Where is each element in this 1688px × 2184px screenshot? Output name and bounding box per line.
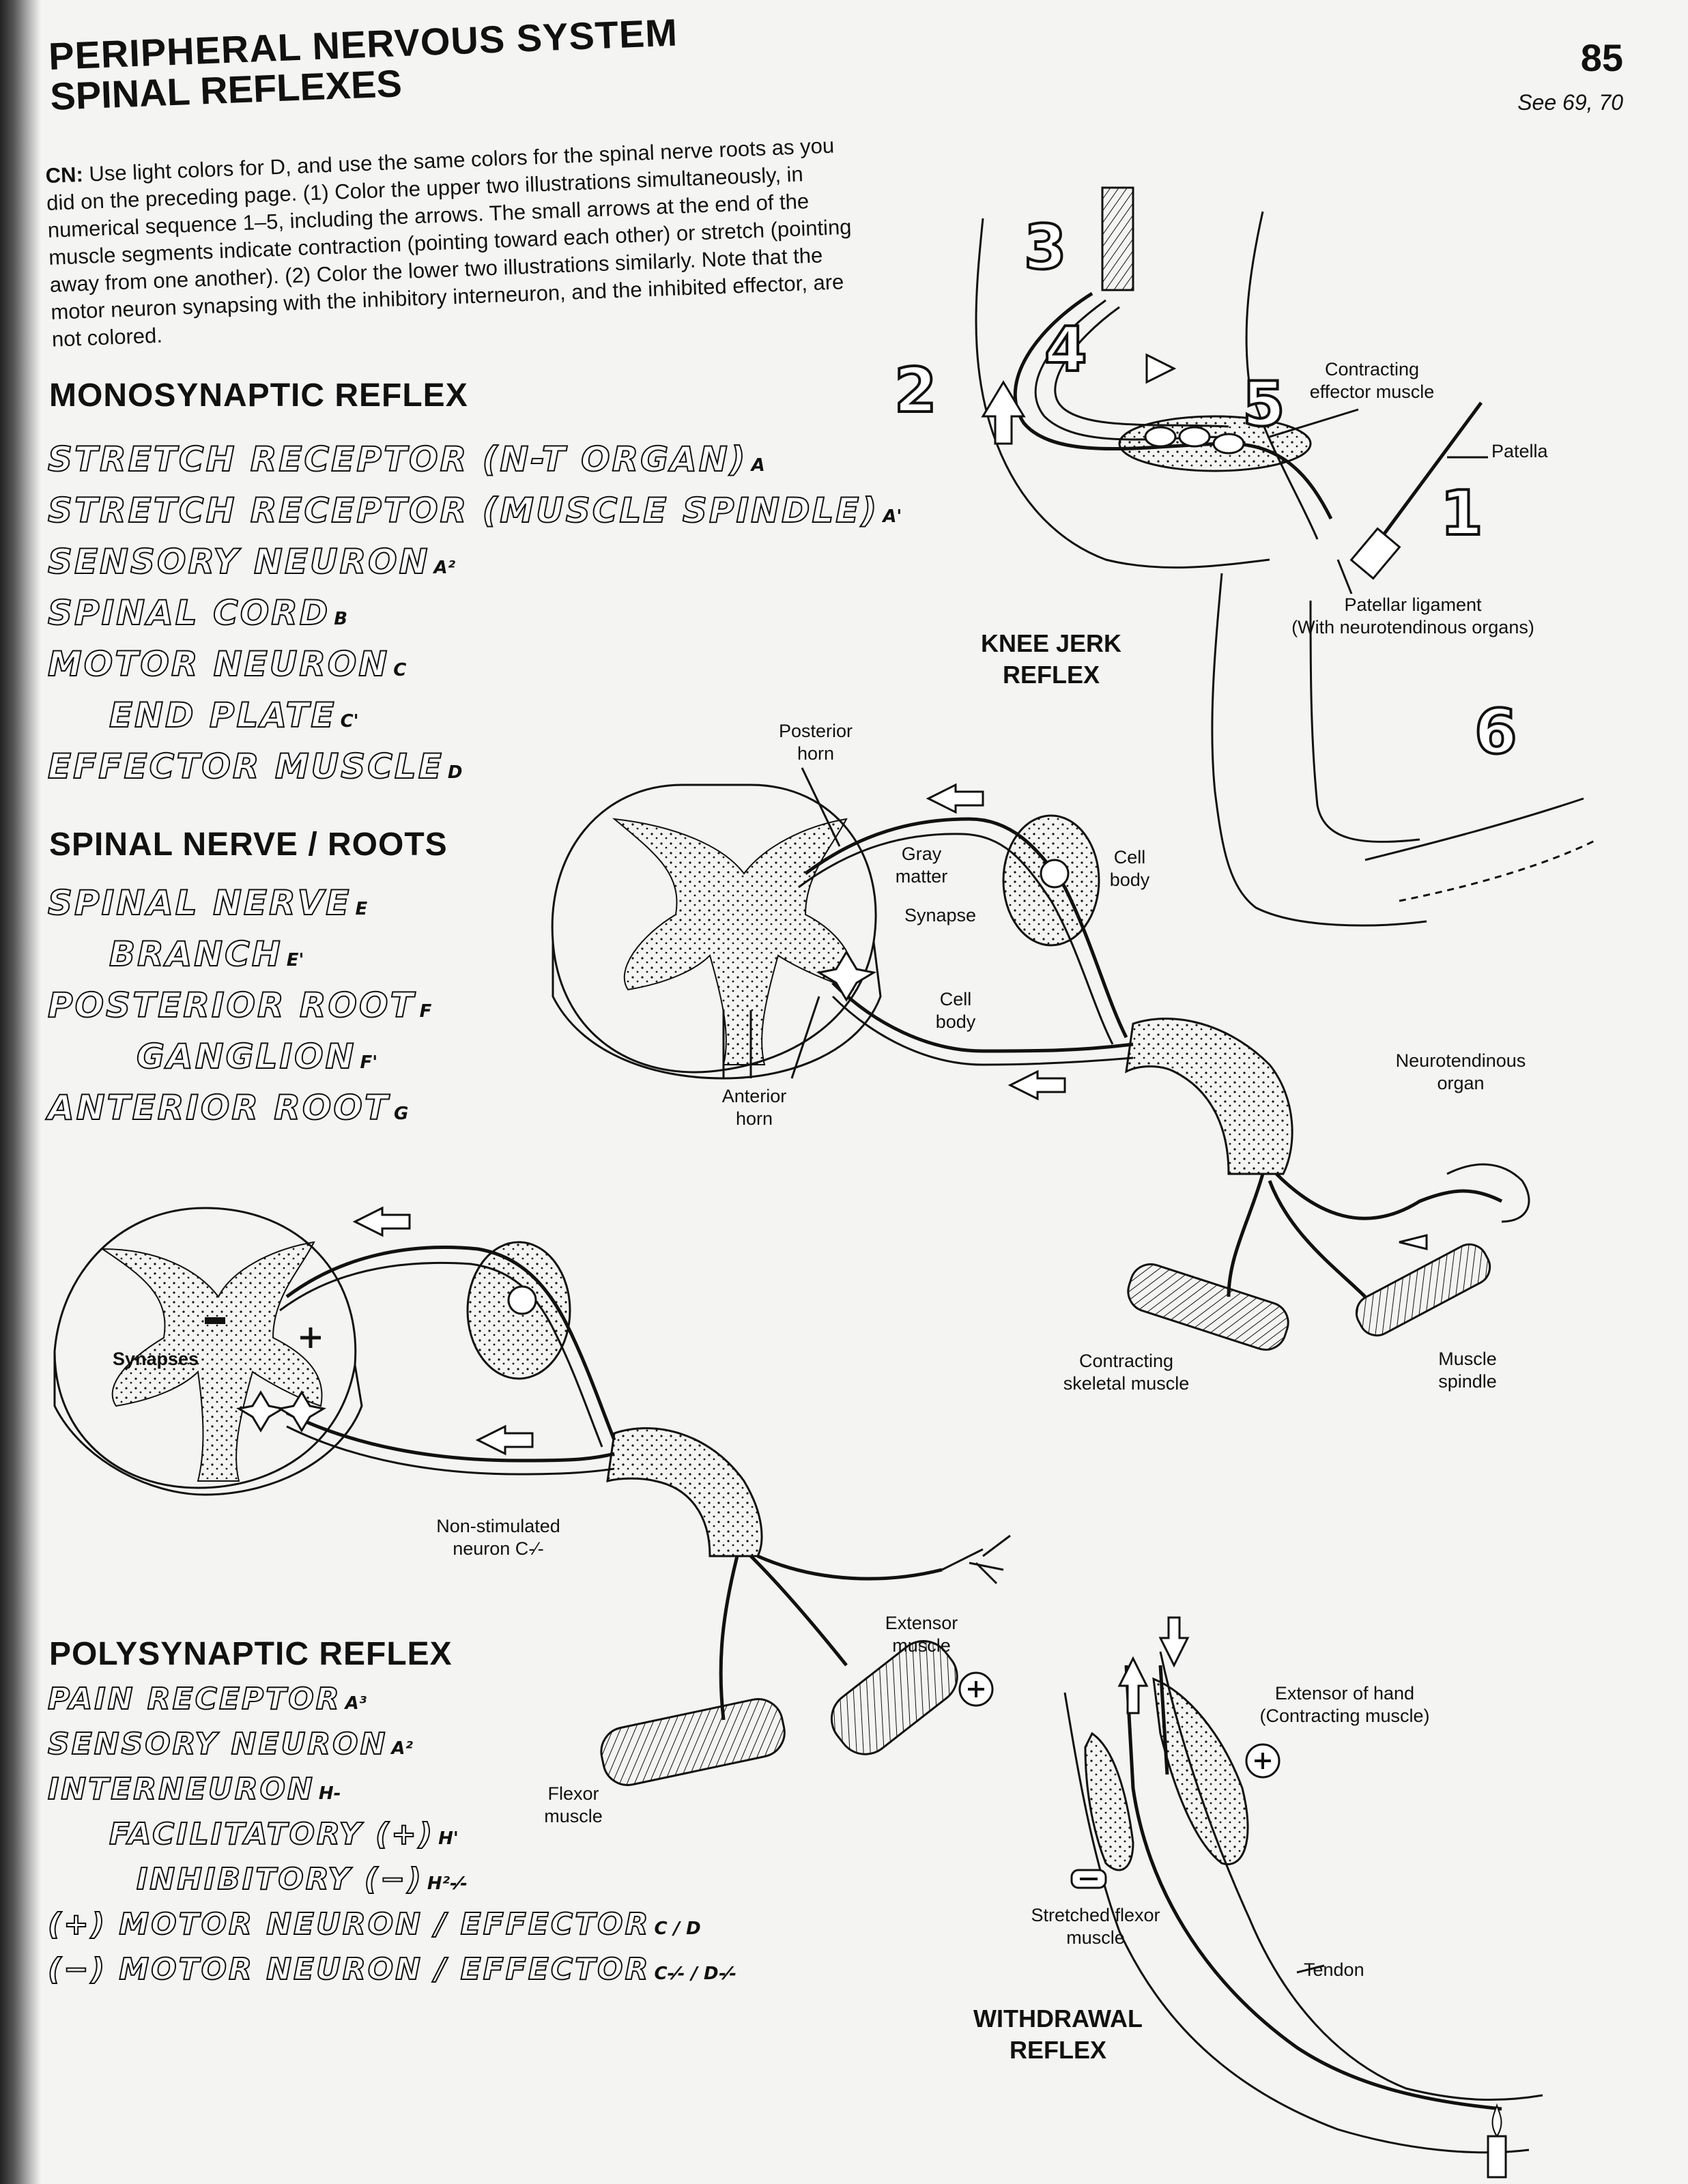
label-gray-matter: Gray matter [884, 843, 959, 888]
knee-jerk-title: KNEE JERK REFLEX [949, 628, 1154, 691]
label-contracting-effector: Contracting effector muscle [1304, 358, 1440, 403]
label-anterior-horn: Anterior horn [710, 1085, 799, 1130]
step-6: 6 [1474, 696, 1517, 768]
label-patella: Patella [1491, 440, 1548, 463]
step-1: 1 [1440, 478, 1483, 549]
step-2: 2 [894, 355, 937, 427]
label-synapses: Synapses [113, 1348, 199, 1370]
label-extensor-muscle: Extensor muscle [881, 1612, 962, 1657]
step-4: 4 [1044, 314, 1087, 386]
knee-jerk-leg-drawing [976, 188, 1597, 925]
label-non-stimulated-neuron: Non-stimulated neuron C-⁄- [430, 1515, 567, 1560]
polysynaptic-cord-drawing [55, 1208, 1010, 1790]
label-neurotendinous-organ: Neurotendinous organ [1372, 1050, 1549, 1095]
label-flexor-muscle: Flexor muscle [539, 1783, 607, 1828]
label-muscle-spindle: Muscle spindle [1427, 1348, 1508, 1393]
patellar-ligament-text: Patellar ligament [1276, 594, 1549, 616]
label-stretched-flexor: Stretched flexor muscle [1024, 1904, 1167, 1949]
label-posterior-horn: Posterior horn [764, 720, 867, 765]
neurotendinous-note: (With neurotendinous organs) [1276, 616, 1549, 639]
step-5: 5 [1242, 369, 1285, 440]
label-synapse: Synapse [904, 904, 976, 927]
label-cell-body-lower: Cell body [921, 988, 990, 1033]
withdrawal-title: WITHDRAWAL REFLEX [956, 2003, 1160, 2066]
label-tendon: Tendon [1304, 1959, 1364, 1981]
label-extensor-of-hand: Extensor of hand (Contracting muscle) [1249, 1682, 1440, 1727]
step-3: 3 [1024, 212, 1067, 283]
label-patellar-ligament: Patellar ligament (With neurotendinous o… [1276, 594, 1549, 639]
label-contracting-skeletal-muscle: Contracting skeletal muscle [1061, 1350, 1191, 1395]
label-cell-body-upper: Cell body [1096, 846, 1164, 891]
